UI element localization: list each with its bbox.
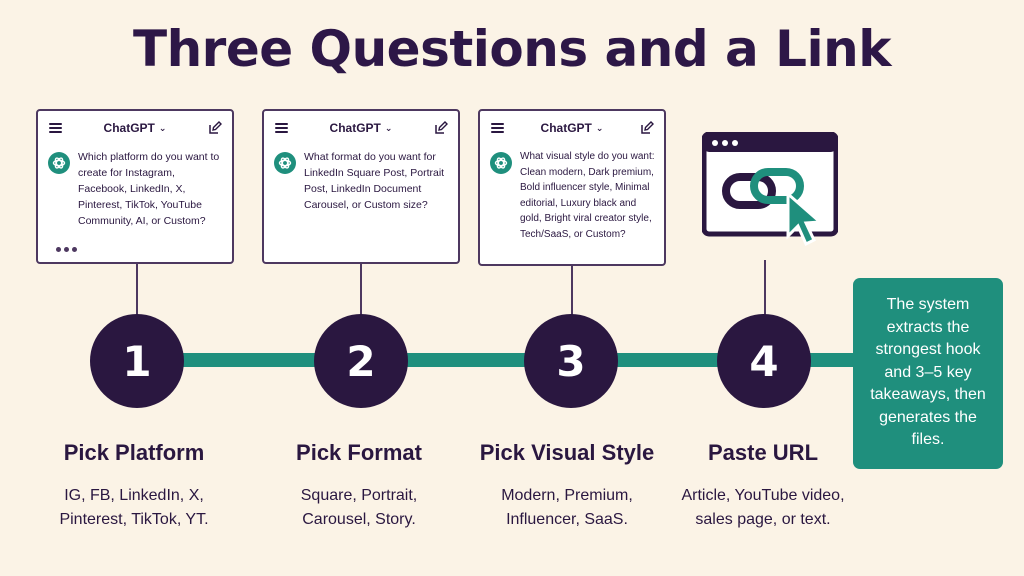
step-1-circle: 1 — [90, 314, 184, 408]
step-2-title: Pick Format — [296, 440, 422, 465]
connector-line — [571, 266, 573, 316]
step-desc-line: IG, FB, LinkedIn, X, — [64, 487, 204, 504]
menu-icon[interactable] — [49, 123, 62, 133]
menu-icon[interactable] — [491, 123, 504, 133]
result-callout: The system extracts the strongest hook a… — [853, 278, 1003, 469]
edit-icon[interactable] — [640, 121, 654, 135]
callout-line: extracts the — [886, 318, 970, 336]
timeline-track — [120, 353, 865, 367]
step-4-description: Article, YouTube video, sales page, or t… — [648, 484, 878, 532]
callout-line: takeaways, then — [870, 386, 986, 403]
chat-question-text: What format do you want for LinkedIn Squ… — [304, 151, 445, 211]
chat-card-platform: ChatGPT ⌄ Which platform do you want to … — [36, 109, 234, 264]
callout-line: and 3–5 key — [884, 363, 972, 381]
connector-line — [360, 264, 362, 316]
chat-card-header: ChatGPT ⌄ — [480, 111, 664, 145]
step-1-description: IG, FB, LinkedIn, X, Pinterest, TikTok, … — [19, 484, 249, 532]
step-4-circle: 4 — [717, 314, 811, 408]
chevron-down-icon[interactable]: ⌄ — [384, 122, 393, 133]
chatgpt-logo-icon — [48, 152, 70, 174]
chat-message: What visual style do you want: Clean mod… — [480, 145, 664, 242]
step-desc-line: Square, Portrait, — [300, 487, 418, 504]
callout-line: files. — [911, 431, 945, 448]
chat-app-name: ChatGPT — [103, 121, 155, 135]
step-3-description: Modern, Premium, Influencer, SaaS. — [452, 484, 682, 532]
chatgpt-logo-icon — [490, 152, 512, 174]
step-desc-line: Influencer, SaaS. — [506, 511, 628, 528]
browser-link-cursor-icon — [702, 132, 838, 247]
edit-icon[interactable] — [434, 121, 448, 135]
menu-icon[interactable] — [275, 123, 288, 133]
connector-line — [764, 260, 766, 316]
chat-card-format: ChatGPT ⌄ What format do you want for Li… — [262, 109, 460, 264]
step-3-title: Pick Visual Style — [479, 440, 655, 465]
step-1-title: Pick Platform — [63, 440, 205, 465]
step-desc-line: Article, YouTube video, — [681, 487, 845, 504]
step-desc-line: Pinterest, TikTok, YT. — [59, 511, 209, 528]
step-desc-line: Carousel, Story. — [302, 511, 416, 528]
chat-message: What format do you want for LinkedIn Squ… — [264, 145, 458, 213]
step-2-circle: 2 — [314, 314, 408, 408]
connector-line — [136, 264, 138, 316]
callout-line: strongest hook — [875, 341, 981, 358]
typing-dots-icon — [56, 247, 80, 252]
step-2-description: Square, Portrait, Carousel, Story. — [244, 484, 474, 532]
callout-line: The system — [886, 296, 970, 313]
chat-message: Which platform do you want to create for… — [38, 145, 232, 229]
chat-app-name: ChatGPT — [540, 121, 592, 135]
chat-card-visual-style: ChatGPT ⌄ What visual style do you want:… — [478, 109, 666, 266]
chat-question-text: Which platform do you want to create for… — [78, 151, 220, 227]
step-desc-line: Modern, Premium, — [501, 487, 633, 504]
chat-question-text: What visual style do you want: Clean mod… — [520, 151, 655, 240]
edit-icon[interactable] — [208, 121, 222, 135]
step-3-circle: 3 — [524, 314, 618, 408]
step-4-title: Paste URL — [707, 440, 819, 465]
chat-card-header: ChatGPT ⌄ — [264, 111, 458, 145]
step-desc-line: sales page, or text. — [695, 511, 831, 528]
chatgpt-logo-icon — [274, 152, 296, 174]
page-title: Three Questions and a Link — [132, 20, 892, 78]
chat-card-header: ChatGPT ⌄ — [38, 111, 232, 145]
chevron-down-icon[interactable]: ⌄ — [595, 122, 604, 133]
chat-app-name: ChatGPT — [329, 121, 381, 135]
callout-line: generates the — [879, 408, 977, 426]
chevron-down-icon[interactable]: ⌄ — [158, 122, 167, 133]
